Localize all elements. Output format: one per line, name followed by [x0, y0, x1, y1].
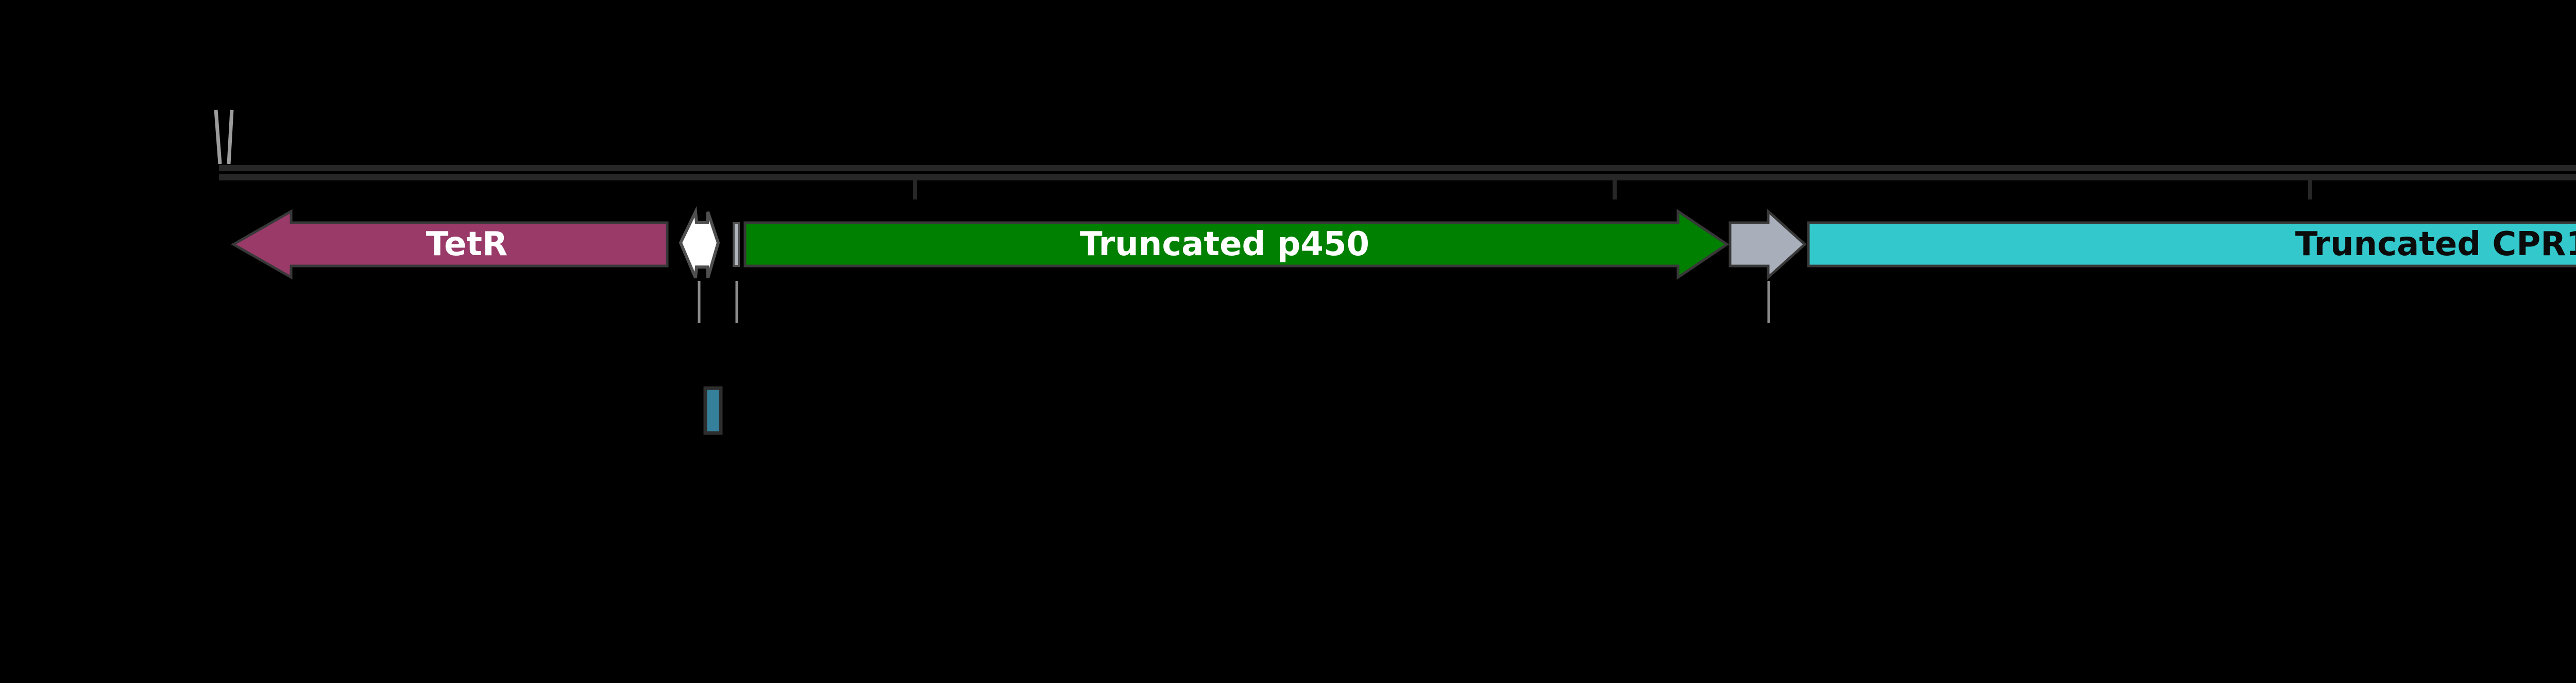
ruler-bottom-strand — [219, 174, 2576, 180]
annotation-row-1: TetR Truncated p450 Truncated CPR1 — [230, 206, 2576, 280]
feature-arrow-cpr1[interactable] — [1807, 211, 2576, 277]
break-slash-1 — [214, 109, 222, 164]
label-leader-lines — [698, 281, 1770, 323]
break-slash-2 — [227, 109, 234, 164]
feature-gray-bar[interactable] — [733, 222, 740, 267]
ruler-top-strand — [219, 165, 2576, 171]
sequence-break-icon — [214, 109, 234, 164]
feature-label-p450: Truncated p450 — [1080, 225, 1369, 263]
feature-arrow-tetr[interactable] — [230, 209, 669, 280]
feature-label-tetr: TetR — [426, 225, 507, 263]
ruler-tick — [1613, 180, 1617, 199]
feature-arrow-p450[interactable] — [743, 209, 1730, 280]
ruler — [214, 109, 2576, 199]
annotation-row-2 — [703, 386, 723, 435]
feature-lens-bidirectional[interactable] — [679, 206, 720, 279]
ruler-tick — [2308, 180, 2312, 199]
feature-label-cpr1: Truncated CPR1 — [2295, 225, 2576, 263]
feature-teal-box[interactable] — [703, 386, 723, 435]
feature-arrow-gray[interactable] — [1728, 208, 1807, 280]
ruler-tick — [913, 180, 917, 199]
